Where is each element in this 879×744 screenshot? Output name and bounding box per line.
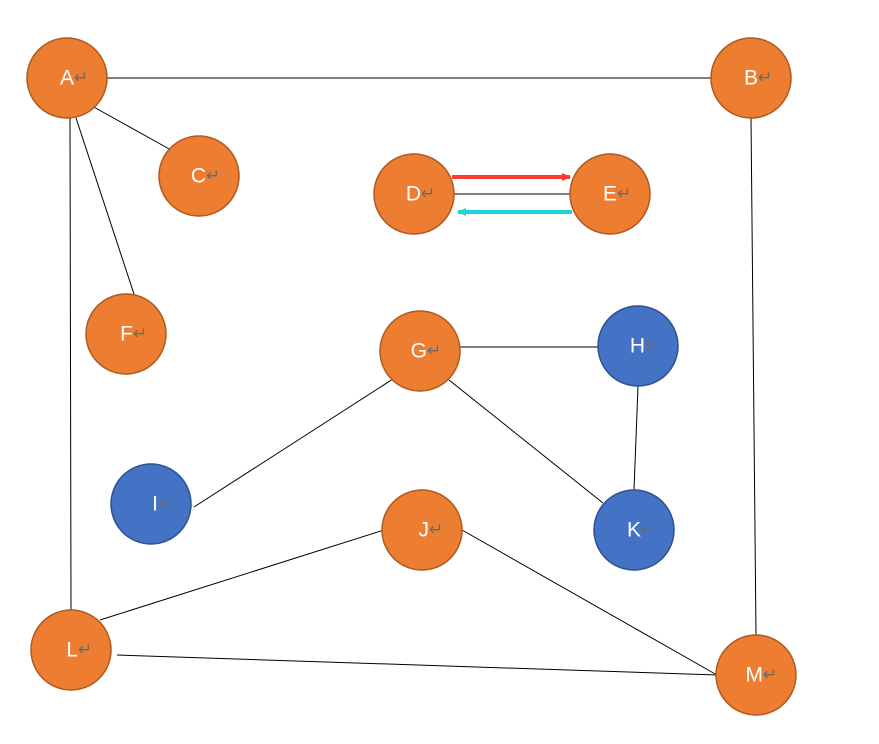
node-label: M	[746, 664, 764, 687]
node-circle	[26, 37, 108, 119]
node-circle	[569, 153, 651, 235]
return-mark-icon: ↵	[645, 336, 659, 356]
node-h[interactable]: H↵	[597, 305, 679, 387]
return-mark-icon: ↵	[427, 341, 441, 361]
return-mark-icon: ↵	[617, 184, 631, 204]
return-mark-icon: ↵	[763, 665, 777, 685]
edge-j-l	[99, 529, 385, 621]
return-mark-icon: ↵	[74, 68, 88, 88]
node-label: H	[630, 335, 645, 358]
edge-h-k	[633, 385, 639, 491]
edge-a-c	[91, 105, 172, 151]
return-mark-icon: ↵	[78, 640, 92, 660]
node-circle	[593, 489, 675, 571]
node-label: I	[152, 493, 158, 516]
node-a[interactable]: A↵	[26, 37, 108, 119]
node-label: F	[120, 323, 133, 346]
node-j[interactable]: J↵	[381, 489, 463, 571]
node-g[interactable]: G↵	[379, 310, 461, 392]
node-circle	[158, 135, 240, 217]
node-l[interactable]: L↵	[30, 609, 112, 691]
edge-l-m	[116, 654, 718, 676]
edge-a-f	[75, 117, 135, 295]
node-b[interactable]: B↵	[710, 37, 792, 119]
node-circle	[379, 310, 461, 392]
node-label: J	[419, 519, 430, 542]
node-circle	[110, 463, 192, 545]
nodes-layer: A↵B↵C↵D↵E↵F↵G↵H↵I↵J↵K↵L↵M↵	[26, 37, 797, 716]
edges-layer	[69, 77, 757, 676]
return-mark-icon: ↵	[758, 68, 772, 88]
node-label: C	[191, 165, 206, 188]
node-label: A	[60, 67, 74, 90]
return-mark-icon: ↵	[206, 166, 220, 186]
node-label: K	[627, 519, 641, 542]
node-circle	[381, 489, 463, 571]
edge-j-m	[461, 529, 718, 676]
edge-g-i	[193, 378, 394, 508]
node-label: D	[406, 183, 421, 206]
node-f[interactable]: F↵	[85, 293, 167, 375]
edge-a-l	[69, 117, 72, 611]
node-label: B	[744, 67, 758, 90]
node-d[interactable]: D↵	[373, 153, 455, 235]
return-mark-icon: ↵	[429, 520, 443, 540]
node-e[interactable]: E↵	[569, 153, 651, 235]
arrows-layer	[452, 173, 572, 216]
node-c[interactable]: C↵	[158, 135, 240, 217]
node-label: L	[66, 639, 78, 662]
edge-b-m	[750, 117, 757, 636]
node-k[interactable]: K↵	[593, 489, 675, 571]
return-mark-icon: ↵	[421, 184, 435, 204]
node-circle	[373, 153, 455, 235]
node-circle	[597, 305, 679, 387]
node-i[interactable]: I↵	[110, 463, 192, 545]
node-circle	[85, 293, 167, 375]
return-mark-icon: ↵	[641, 520, 655, 540]
node-circle	[710, 37, 792, 119]
node-label: G	[411, 340, 427, 363]
node-circle	[30, 609, 112, 691]
edge-g-k	[448, 379, 604, 504]
node-label: E	[603, 183, 617, 206]
node-m[interactable]: M↵	[715, 634, 797, 716]
return-mark-icon: ↵	[158, 494, 172, 514]
node-circle	[715, 634, 797, 716]
return-mark-icon: ↵	[133, 324, 147, 344]
